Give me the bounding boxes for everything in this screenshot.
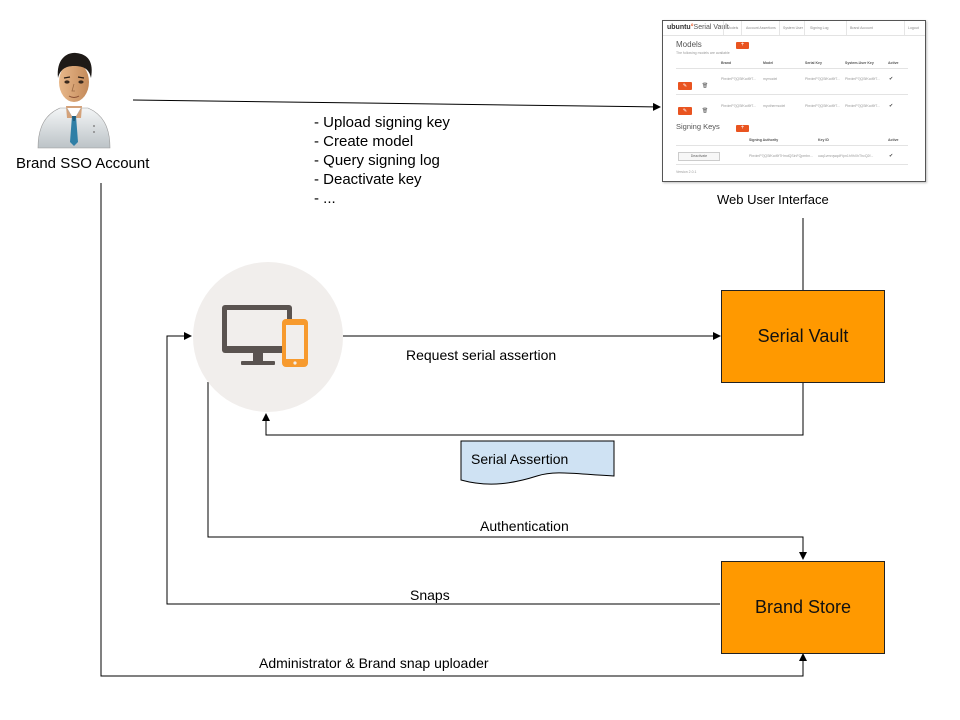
- webui-model-cell: PbrdmP7jQSfKcd9f7...: [845, 104, 881, 108]
- action-item: - ...: [314, 190, 336, 207]
- webui-navbar: ubuntu°Serial Vault Models Account Asser…: [663, 21, 925, 36]
- webui-nav-logout: Logout: [908, 26, 919, 30]
- actions-list: - Upload signing key - Create model - Qu…: [314, 113, 450, 208]
- delete-icon: 🗑: [701, 108, 709, 114]
- webui-keys-header: Active: [888, 138, 899, 142]
- webui-key-cell: uaq1vmrqwqdfYpn1h9hXhThcQ2f...: [818, 154, 874, 158]
- webui-brand: ubuntu: [667, 24, 691, 31]
- webui-model-cell: myothermodel: [763, 104, 786, 108]
- action-item: - Create model: [314, 133, 414, 150]
- device-circle: [193, 262, 343, 412]
- web-ui-screenshot: ubuntu°Serial Vault Models Account Asser…: [662, 20, 926, 182]
- actor-label: Brand SSO Account: [16, 155, 150, 172]
- computer-and-phone-icon: [222, 305, 308, 367]
- webui-footer: Version 2.0.1: [676, 170, 697, 174]
- arrow-admin-uploader: [100, 183, 807, 677]
- delete-icon: 🗑: [701, 83, 709, 89]
- webui-add-key-button: +: [736, 125, 749, 132]
- snaps-label: Snaps: [410, 587, 450, 603]
- webui-keys-header: Signing Authority: [749, 138, 779, 142]
- webui-models-header: System-User Key: [845, 61, 874, 65]
- webui-nav-account-assertions: Account Assertions: [746, 26, 776, 30]
- webui-model-cell: PbrdmP7jQSfKcd9f7...: [721, 104, 757, 108]
- webui-model-cell: PbrdmP7jQSfKcd9f7...: [845, 77, 881, 81]
- arrow-actor-to-webui: [132, 99, 661, 111]
- check-icon: ✔: [889, 103, 894, 109]
- webui-brand-suffix: Serial Vault: [693, 24, 729, 31]
- webui-nav-signing-log: Signing Log: [810, 26, 829, 30]
- serial-vault-label: Serial Vault: [757, 326, 849, 346]
- authentication-label: Authentication: [480, 518, 569, 534]
- person-icon: [37, 52, 111, 149]
- webui-nav-system-user: System User: [783, 26, 804, 30]
- webui-models-header: Brand: [721, 61, 732, 65]
- webui-model-cell: mymodel: [763, 77, 778, 81]
- webui-add-model-button: +: [736, 42, 749, 49]
- circle-of-friends-icon: °: [690, 24, 694, 31]
- action-item: - Upload signing key: [314, 114, 450, 131]
- webui-models-subtitle: The following models are available: [676, 51, 730, 55]
- check-icon: ✔: [889, 153, 894, 159]
- webui-keys-header: Key ID: [818, 138, 829, 142]
- webui-deactivate-button: Deactivate: [678, 152, 720, 161]
- webui-key-cell: PbrdmP7jQSfKcd9f7HmdQSinFQpmbn...: [749, 154, 813, 158]
- serial-assertion-document: [460, 440, 615, 485]
- webui-model-cell: PbrdmP7jQSfKcd9f7...: [805, 77, 841, 81]
- webui-model-cell: PbrdmP7jQSfKcd9f7...: [721, 77, 757, 81]
- webui-model-cell: PbrdmP7jQSfKcd9f7...: [805, 104, 841, 108]
- webui-nav-models: Models: [727, 26, 739, 30]
- arrow-authentication: [207, 382, 807, 560]
- webui-logo: ubuntu°Serial Vault: [667, 24, 729, 31]
- webui-nav-brand-account: Brand Account: [850, 26, 873, 30]
- serial-vault-box: Serial Vault: [721, 290, 885, 383]
- arrow-vault-to-device: [262, 382, 804, 436]
- webui-models-header: Active: [888, 61, 899, 65]
- brand-sso-account-avatar: [34, 42, 114, 155]
- admin-uploader-label: Administrator & Brand snap uploader: [259, 655, 489, 671]
- check-icon: ✔: [889, 76, 894, 82]
- arrow-snaps: [166, 332, 720, 605]
- brand-store-box: Brand Store: [721, 561, 885, 654]
- webui-models-header: Serial Key: [805, 61, 822, 65]
- action-item: - Query signing log: [314, 152, 440, 169]
- serial-assertion-label: Serial Assertion: [471, 451, 569, 467]
- action-item: - Deactivate key: [314, 171, 422, 188]
- edit-icon: ✎: [678, 107, 692, 115]
- brand-store-label: Brand Store: [754, 597, 852, 617]
- webui-models-header: Model: [763, 61, 774, 65]
- webui-models-title: Models: [676, 40, 702, 49]
- web-ui-caption: Web User Interface: [717, 192, 829, 207]
- request-serial-assertion-label: Request serial assertion: [406, 347, 557, 363]
- webui-signing-keys-title: Signing Keys: [676, 122, 720, 131]
- edit-icon: ✎: [678, 82, 692, 90]
